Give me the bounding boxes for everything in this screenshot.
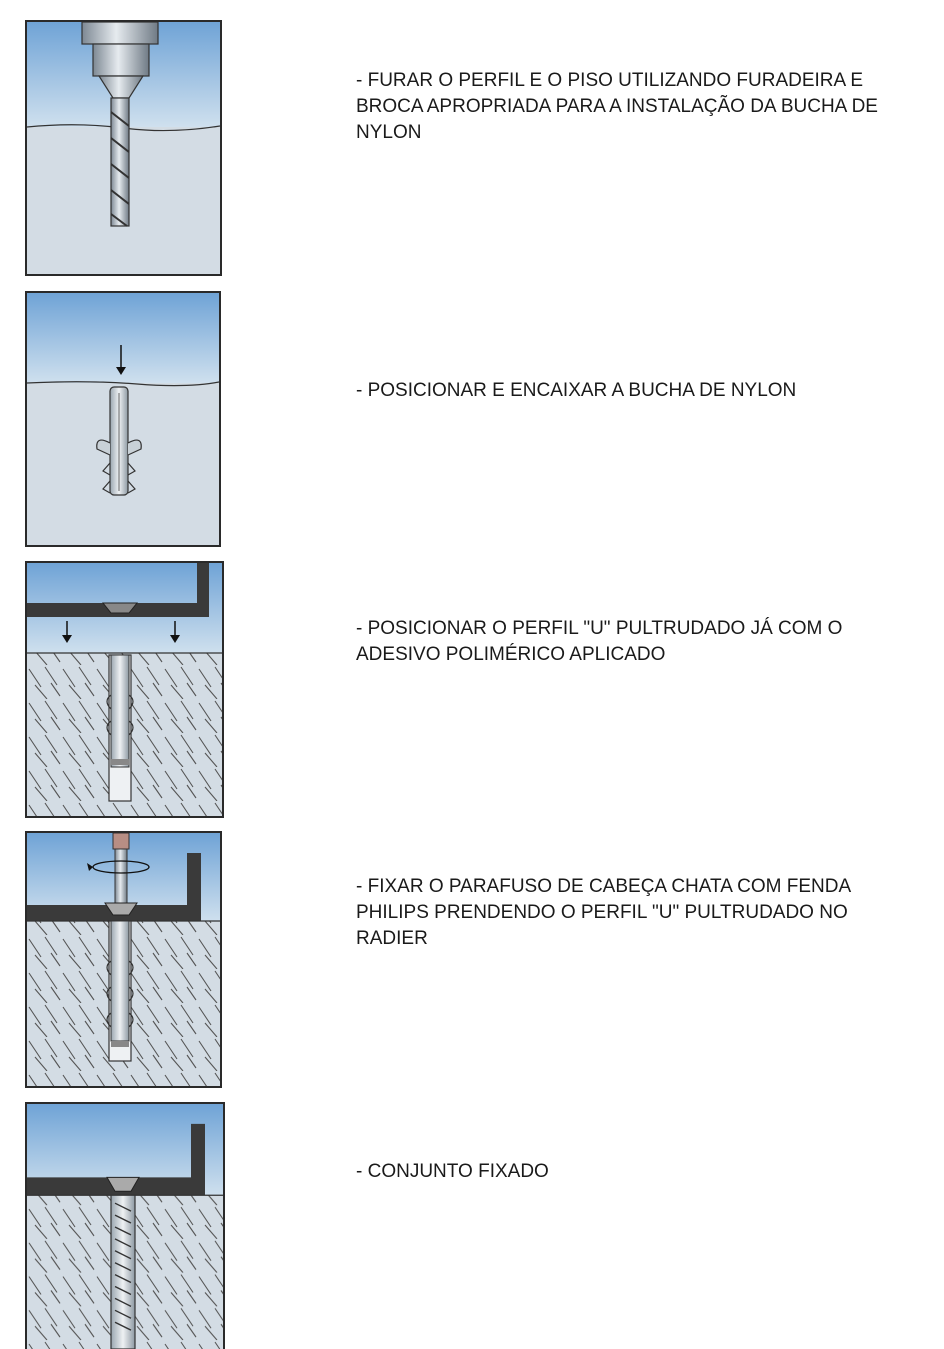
step-1-drilling-illustration: [25, 20, 222, 276]
step-4-screw-fixing-illustration: [25, 831, 222, 1088]
step-1-instruction: - FURAR O PERFIL E O PISO UTILIZANDO FUR…: [356, 70, 878, 143]
step-3-instruction: - POSICIONAR O PERFIL "U" PULTRUDADO JÁ …: [356, 618, 843, 665]
step-5-instruction: - CONJUNTO FIXADO: [356, 1161, 549, 1182]
step-3-profile-positioning-illustration: [25, 561, 224, 818]
step-2-plug-positioning-illustration: [25, 291, 221, 547]
step-2-instruction: - POSICIONAR E ENCAIXAR A BUCHA DE NYLON: [356, 380, 797, 401]
step-5-assembly-fixed-illustration: [25, 1102, 225, 1349]
step-4-instruction: - FIXAR O PARAFUSO DE CABEÇA CHATA COM F…: [356, 876, 852, 949]
